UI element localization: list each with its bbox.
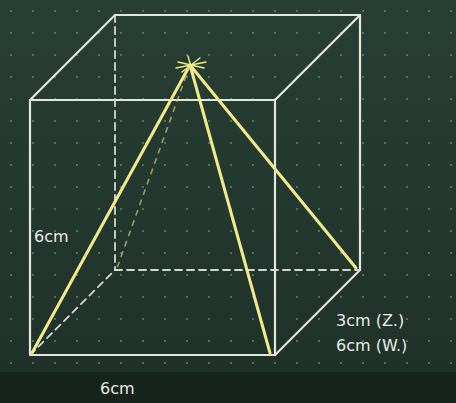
hidden-edge xyxy=(115,269,360,271)
front-face xyxy=(30,100,275,355)
cube-edge xyxy=(115,14,360,16)
pyramid-edges xyxy=(32,65,356,353)
cube-edges xyxy=(30,15,360,355)
dimension-label: 6cm xyxy=(34,228,69,246)
dimension-label: 6cm (W.) xyxy=(336,337,407,355)
pyramid-edge xyxy=(32,65,190,353)
hidden-edges xyxy=(30,15,360,355)
pyramid-hidden-edge xyxy=(117,65,190,268)
grid-dots xyxy=(0,0,456,372)
pyramid-edge xyxy=(190,65,356,268)
dimension-label: 6cm xyxy=(100,380,135,398)
hidden-edge xyxy=(114,15,116,270)
cube-edge xyxy=(275,15,360,100)
apex-mark xyxy=(176,56,206,74)
hidden-edge xyxy=(30,270,115,355)
cube-edge xyxy=(359,15,361,270)
board-ledge xyxy=(0,372,456,403)
pyramid-edge xyxy=(190,65,270,353)
dimension-label: 3cm (Z.) xyxy=(336,312,404,330)
cube-edge xyxy=(30,15,115,100)
